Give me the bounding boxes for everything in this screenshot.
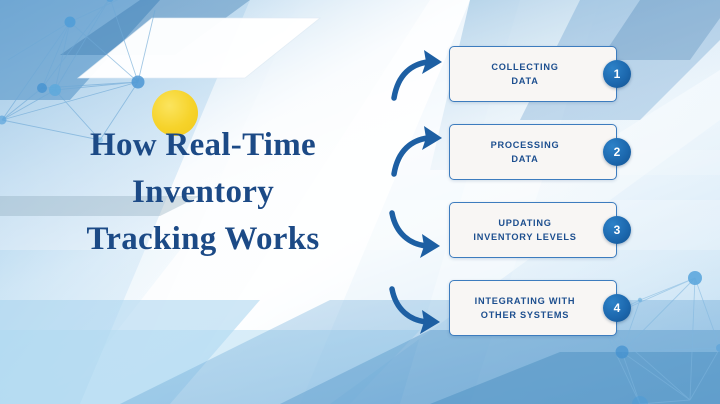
step-label-line: PROCESSING — [490, 140, 560, 150]
curved-arrow-down-right-icon-3 — [389, 210, 440, 258]
title-line-1: How Real-Time — [89, 127, 316, 163]
step-badge-1: 1 — [603, 60, 631, 88]
step-label-line: COLLECTING — [491, 62, 559, 72]
step-row[interactable]: UPDATING INVENTORY LEVELS 3 — [449, 202, 631, 258]
title-line-3: Tracking Works — [86, 221, 320, 257]
step-box-4[interactable]: INTEGRATING WITH OTHER SYSTEMS — [449, 280, 617, 336]
step-label-4: INTEGRATING WITH OTHER SYSTEMS — [469, 294, 598, 322]
title-line-2: Inventory — [131, 174, 275, 210]
step-label-line: DATA — [511, 76, 539, 86]
step-box-1[interactable]: COLLECTING DATA — [449, 46, 617, 102]
step-label-3: UPDATING INVENTORY LEVELS — [467, 216, 598, 244]
step-box-3[interactable]: UPDATING INVENTORY LEVELS — [449, 202, 617, 258]
step-label-1: COLLECTING DATA — [485, 60, 580, 88]
step-badge-3: 3 — [603, 216, 631, 244]
steps-list: COLLECTING DATA 1 PROCESSING DATA 2 UPDA… — [449, 46, 631, 336]
step-row[interactable]: PROCESSING DATA 2 — [449, 124, 631, 180]
step-badge-4: 4 — [603, 294, 631, 322]
step-label-line: OTHER SYSTEMS — [480, 310, 570, 320]
step-label-line: INTEGRATING WITH — [474, 296, 576, 306]
step-label-line: INVENTORY LEVELS — [473, 232, 577, 242]
curved-arrow-down-right-icon-4 — [389, 286, 440, 334]
step-label-line: DATA — [511, 154, 539, 164]
step-badge-2: 2 — [603, 138, 631, 166]
page-title: How Real-Time Inventory Tracking Works — [38, 122, 368, 263]
step-label-line: UPDATING — [498, 218, 552, 228]
step-row[interactable]: COLLECTING DATA 1 — [449, 46, 631, 102]
step-box-2[interactable]: PROCESSING DATA — [449, 124, 617, 180]
step-row[interactable]: INTEGRATING WITH OTHER SYSTEMS 4 — [449, 280, 631, 336]
curved-arrow-up-right-icon-2 — [391, 126, 442, 177]
step-label-2: PROCESSING DATA — [485, 138, 582, 166]
curved-arrow-up-right-icon-1 — [391, 50, 442, 101]
